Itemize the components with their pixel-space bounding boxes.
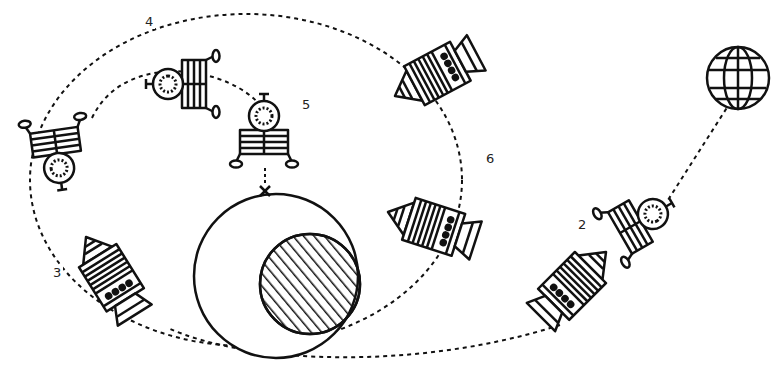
earth-globe [707, 47, 769, 109]
callout-number: 2 [576, 217, 588, 232]
callout-number: 5 [300, 97, 312, 112]
callout-number: 4 [143, 14, 155, 29]
callout-number: 3 [51, 265, 63, 280]
callout-number: 6 [484, 151, 496, 166]
